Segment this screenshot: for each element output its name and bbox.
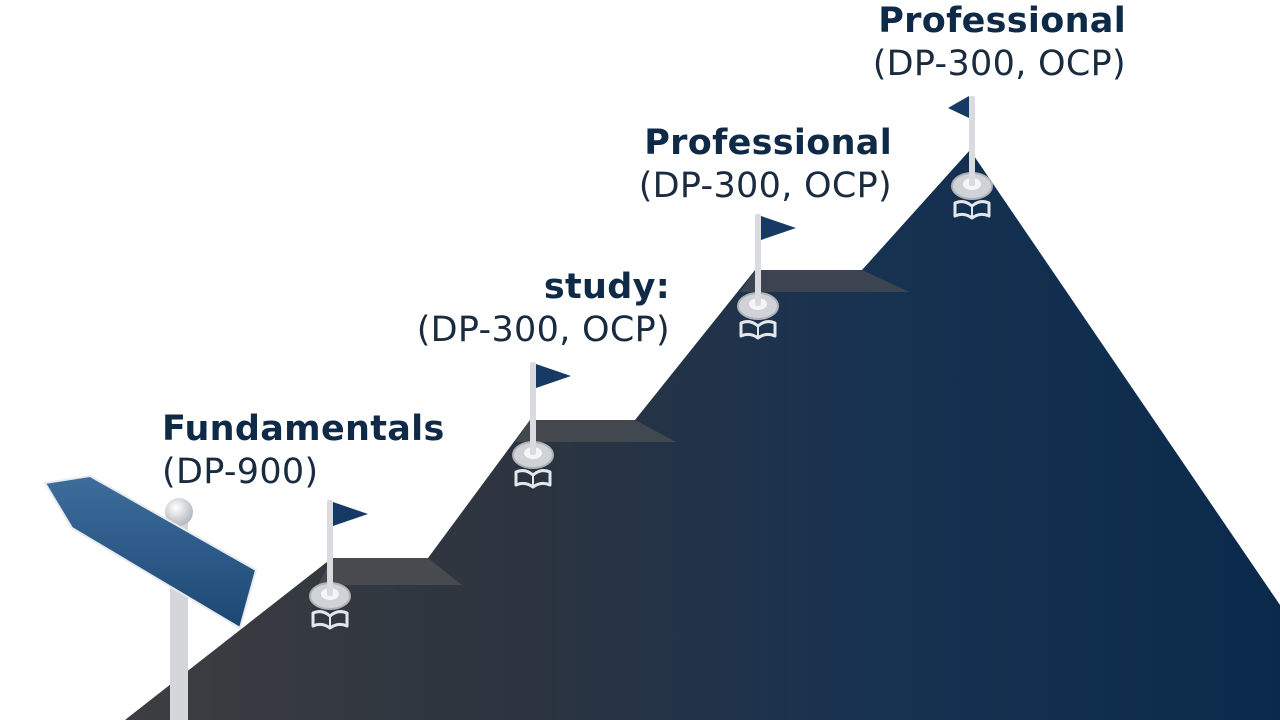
step-title: Professional <box>644 123 892 163</box>
step-label-professional: Professional (DP-300, OCP) <box>612 122 892 207</box>
milestone-marker <box>948 96 993 220</box>
step-subtitle: (DP-300, OCP) <box>872 43 1126 84</box>
step-label-study: study: (DP-300, OCP) <box>392 266 670 351</box>
flag-icon <box>761 216 796 240</box>
flag-icon <box>948 96 969 118</box>
book-icon <box>739 320 777 340</box>
step-title: Professional <box>878 1 1126 41</box>
milestone-marker <box>737 214 796 340</box>
milestone-marker <box>309 500 368 630</box>
book-icon <box>953 200 991 220</box>
ledge-3 <box>740 270 910 292</box>
step-subtitle: (DP-300, OCP) <box>638 165 892 206</box>
step-label-professional-summit: Professional (DP-300, OCP) <box>838 0 1126 85</box>
step-title: study: <box>543 267 670 307</box>
step-subtitle: (DP-300, OCP) <box>416 309 670 350</box>
step-label-fundamentals: Fundamentals (DP-900) <box>162 408 445 493</box>
signpost <box>43 474 258 720</box>
book-icon <box>311 610 349 630</box>
step-title: Fundamentals <box>162 409 445 449</box>
ledge-2 <box>515 420 676 442</box>
book-icon <box>514 469 552 489</box>
ledge-1 <box>318 558 462 585</box>
flag-icon <box>536 364 571 388</box>
flag-icon <box>333 502 368 526</box>
step-subtitle: (DP-900) <box>162 451 319 492</box>
milestone-marker <box>512 362 571 489</box>
